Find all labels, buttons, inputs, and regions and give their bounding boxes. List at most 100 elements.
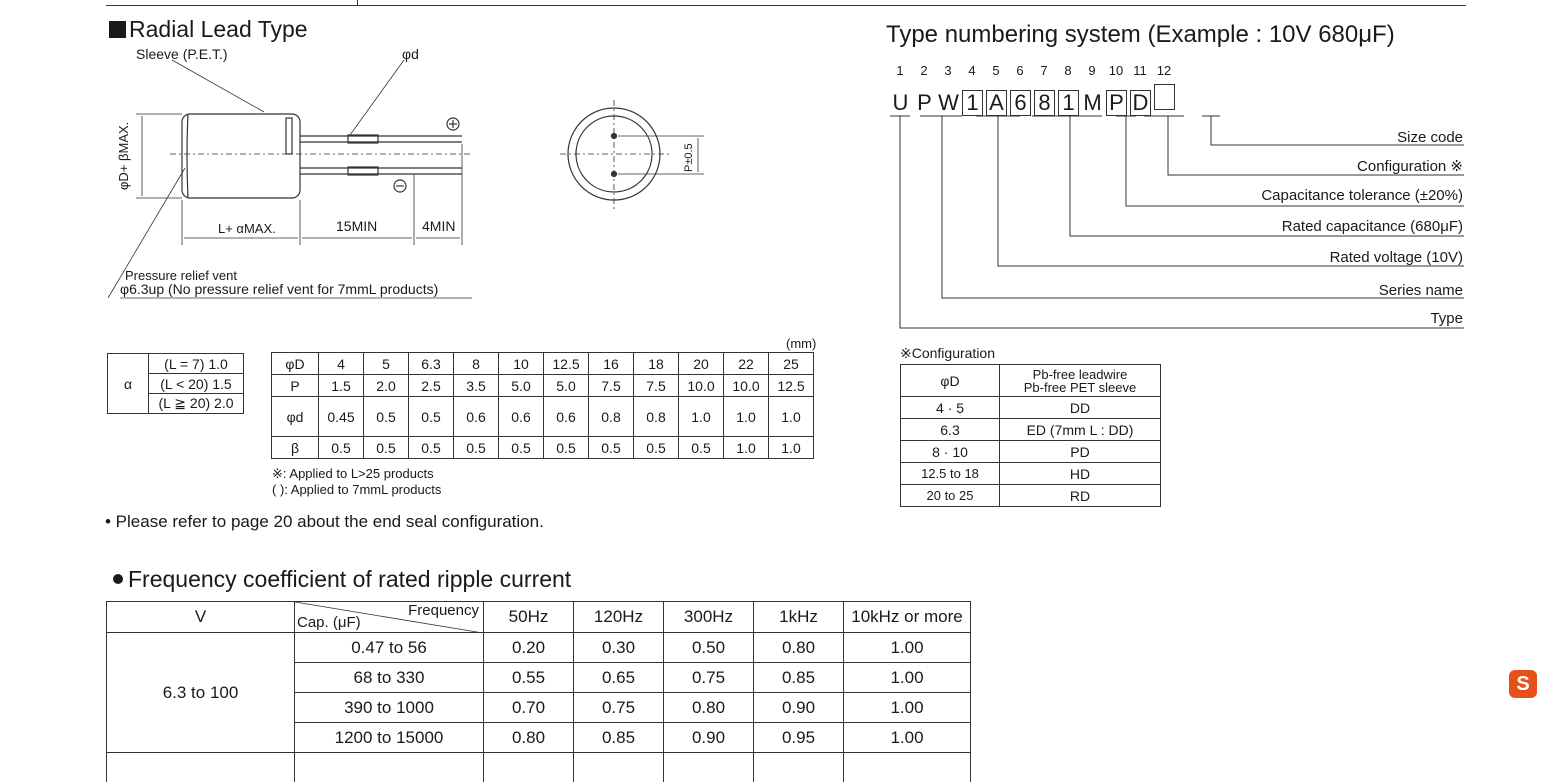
beta-cell: 1.0 bbox=[768, 436, 814, 459]
headers-cell: 25 bbox=[768, 352, 814, 375]
config-cell: 8 · 10 bbox=[900, 440, 1000, 463]
col-v: V bbox=[106, 601, 295, 633]
headers-cell: φD bbox=[271, 352, 319, 375]
coef-cell: 0.95 bbox=[753, 722, 844, 753]
headers-cell: 5 bbox=[363, 352, 409, 375]
headers-cell: 6.3 bbox=[408, 352, 454, 375]
alpha-symbol: α bbox=[107, 353, 149, 414]
dim-note: ( ): Applied to 7mmL products bbox=[272, 482, 442, 497]
coef-cell: 0.75 bbox=[663, 662, 754, 693]
type-code-char: 1 bbox=[962, 90, 983, 116]
brand-logo-icon[interactable]: S bbox=[1509, 670, 1537, 698]
beta-cell: 0.5 bbox=[318, 436, 364, 459]
position-number: 6 bbox=[1016, 63, 1024, 78]
headers-cell: 22 bbox=[723, 352, 769, 375]
type-code-char: D bbox=[1130, 90, 1151, 116]
coef-cell: 0.85 bbox=[753, 662, 844, 693]
P-cell: P bbox=[271, 374, 319, 397]
config-cell: PD bbox=[999, 440, 1161, 463]
coef-cell: 0.90 bbox=[753, 692, 844, 723]
P-cell: 3.5 bbox=[453, 374, 499, 397]
dim-note: ※: Applied to L>25 products bbox=[272, 466, 434, 481]
headers-cell: 4 bbox=[318, 352, 364, 375]
phid-cell: 0.5 bbox=[363, 396, 409, 437]
freq-header: 300Hz bbox=[663, 601, 754, 633]
P-cell: 10.0 bbox=[723, 374, 769, 397]
beta-cell: 0.5 bbox=[408, 436, 454, 459]
position-number: 9 bbox=[1088, 63, 1096, 78]
config-cell: DD bbox=[999, 396, 1161, 419]
coef-cell: 0.70 bbox=[483, 692, 574, 723]
phiD-beta-label: φD+ βMAX. bbox=[116, 122, 131, 190]
cap-range: 68 to 330 bbox=[294, 662, 484, 693]
beta-cell: 0.5 bbox=[633, 436, 679, 459]
phid-cell: 0.45 bbox=[318, 396, 364, 437]
square-bullet-icon bbox=[109, 21, 126, 38]
beta-cell: 0.5 bbox=[498, 436, 544, 459]
voltage-range: 6.3 to 100 bbox=[106, 632, 295, 753]
cap-range: 0.47 to 56 bbox=[294, 632, 484, 663]
label-rated-voltage: Rated voltage (10V) bbox=[1329, 249, 1463, 266]
config-title: ※Configuration bbox=[900, 345, 996, 361]
type-code-char: 6 bbox=[1010, 90, 1031, 116]
coef-cell: 0.75 bbox=[573, 692, 664, 723]
coef-cell: 0.55 bbox=[483, 662, 574, 693]
label-tolerance: Capacitance tolerance (±20%) bbox=[1261, 187, 1463, 204]
label-rated-capacitance: Rated capacitance (680μF) bbox=[1281, 218, 1463, 235]
phid-cell: 0.8 bbox=[588, 396, 634, 437]
headers-cell: 16 bbox=[588, 352, 634, 375]
min4-label: 4MIN bbox=[422, 218, 455, 234]
vent-note: φ6.3up (No pressure relief vent for 7mmL… bbox=[120, 281, 438, 297]
freq-header: 1kHz bbox=[753, 601, 844, 633]
L-alpha-label: L+ αMAX. bbox=[218, 221, 276, 236]
position-number: 11 bbox=[1133, 63, 1147, 78]
position-number: 3 bbox=[944, 63, 952, 78]
unit-label: (mm) bbox=[786, 336, 817, 351]
type-code-char: W bbox=[938, 90, 959, 115]
phid-cell: 0.6 bbox=[453, 396, 499, 437]
freq-title: Frequency coefficient of rated ripple cu… bbox=[113, 566, 571, 592]
coef-cell: 0.20 bbox=[483, 632, 574, 663]
type-code-char: U bbox=[892, 90, 909, 115]
config-cell: ED (7mm L : DD) bbox=[999, 418, 1161, 441]
label-type: Type bbox=[1430, 310, 1463, 327]
coef-cell: 1.00 bbox=[843, 632, 971, 663]
P-cell: 5.0 bbox=[498, 374, 544, 397]
config-cell: HD bbox=[999, 462, 1161, 485]
alpha-table: α(L = 7) 1.0 (L < 20) 1.5 (L ≧ 20) 2.0 bbox=[107, 353, 244, 414]
bullet-icon bbox=[113, 574, 123, 584]
beta-cell: 0.5 bbox=[678, 436, 724, 459]
beta-cell: 1.0 bbox=[723, 436, 769, 459]
label-configuration: Configuration ※ bbox=[1357, 158, 1463, 175]
position-number: 1 bbox=[896, 63, 904, 78]
position-number: 12 bbox=[1156, 63, 1172, 78]
P-cell: 7.5 bbox=[633, 374, 679, 397]
phid-cell: 0.8 bbox=[633, 396, 679, 437]
P-cell: 12.5 bbox=[768, 374, 814, 397]
P-cell: 10.0 bbox=[678, 374, 724, 397]
P-cell: 2.0 bbox=[363, 374, 409, 397]
type-code-char: M bbox=[1083, 90, 1102, 115]
radial-title: Radial Lead Type bbox=[109, 16, 308, 42]
P-cell: 2.5 bbox=[408, 374, 454, 397]
position-number: 8 bbox=[1064, 63, 1072, 78]
phid-cell: φd bbox=[271, 396, 319, 437]
coef-cell: 0.50 bbox=[663, 632, 754, 663]
radial-lead-drawing: Sleeve (P.E.T.) φd φD+ βMAX. L+ αMAX. 15… bbox=[107, 46, 704, 299]
col-cap-frequency: Frequency Cap. (μF) bbox=[294, 601, 484, 633]
coef-cell: 0.30 bbox=[573, 632, 664, 663]
phid-cell: 0.6 bbox=[543, 396, 589, 437]
P-cell: 7.5 bbox=[588, 374, 634, 397]
end-seal-note: • Please refer to page 20 about the end … bbox=[105, 512, 544, 531]
coef-cell: 0.65 bbox=[573, 662, 664, 693]
p05-label: P±0.5 bbox=[683, 143, 695, 172]
position-number: 2 bbox=[920, 63, 928, 78]
phid-cell: 1.0 bbox=[768, 396, 814, 437]
config-cell: 20 to 25 bbox=[900, 484, 1000, 507]
config-cell: 12.5 to 18 bbox=[900, 462, 1000, 485]
type-code-char: P bbox=[917, 90, 932, 115]
beta-cell: 0.5 bbox=[543, 436, 589, 459]
coef-cell: 0.80 bbox=[483, 722, 574, 753]
phid-cell: 1.0 bbox=[723, 396, 769, 437]
